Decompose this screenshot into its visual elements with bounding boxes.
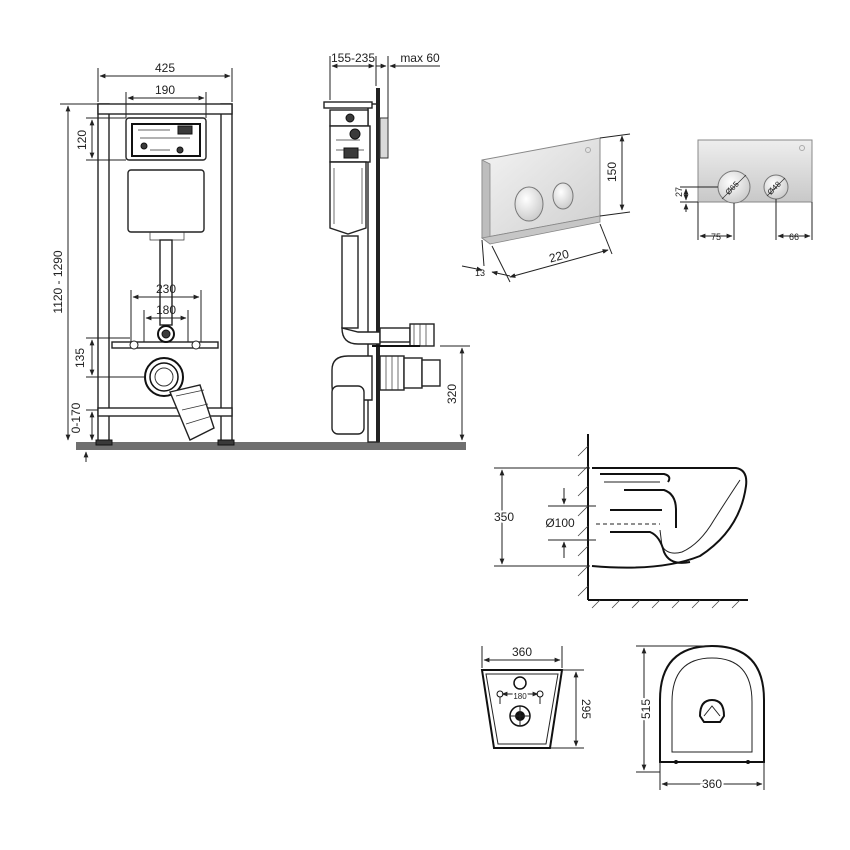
dim-top-width: 360 bbox=[702, 777, 722, 791]
dim-outlet-height-side: 320 bbox=[445, 384, 459, 404]
dim-top-length: 515 bbox=[639, 699, 653, 719]
dim-outlet-height: 135 bbox=[73, 348, 87, 368]
dim-spacing-right: 66 bbox=[789, 232, 799, 242]
bowl-back-view: 180 360 295 bbox=[480, 645, 593, 749]
dim-width-top: 190 bbox=[155, 83, 175, 97]
dim-bowl-height: 350 bbox=[494, 510, 514, 524]
dim-pipe-diameter: Ø100 bbox=[545, 516, 575, 530]
dim-plate-thickness: 13 bbox=[475, 268, 485, 278]
dim-hole-spacing: 180 bbox=[513, 692, 527, 701]
dim-panel-offset: max 60 bbox=[400, 51, 440, 65]
bowl-side-section: 350 Ø100 bbox=[492, 434, 748, 609]
dim-spacing-inner: 180 bbox=[156, 303, 176, 317]
dim-plate-width: 220 bbox=[547, 247, 570, 266]
dim-spacing-left: 75 bbox=[711, 232, 721, 242]
side-view: 155-235 max 60 320 bbox=[323, 51, 470, 443]
dim-back-width: 360 bbox=[512, 645, 532, 659]
dim-foot-height: 0-170 bbox=[69, 402, 83, 433]
dim-height-total: 1120 - 1290 bbox=[51, 250, 65, 313]
flush-plate-front: Ø65 Ø48 27 75 66 bbox=[674, 139, 813, 242]
dim-offset-top: 27 bbox=[674, 187, 684, 197]
flush-plate-perspective: 150 220 13 bbox=[461, 133, 631, 283]
dim-back-height: 295 bbox=[579, 699, 593, 719]
front-view: 425 190 120 1120 - 1290 230 180 135 0 bbox=[51, 61, 235, 462]
floor-line bbox=[76, 442, 466, 450]
bowl-top-view: 515 360 bbox=[636, 644, 765, 793]
dim-height-top: 120 bbox=[75, 130, 89, 150]
dim-width-total: 425 bbox=[155, 61, 175, 75]
dim-spacing-outer: 230 bbox=[156, 282, 176, 296]
dim-depth: 155-235 bbox=[331, 51, 375, 65]
dim-plate-height: 150 bbox=[605, 162, 619, 182]
